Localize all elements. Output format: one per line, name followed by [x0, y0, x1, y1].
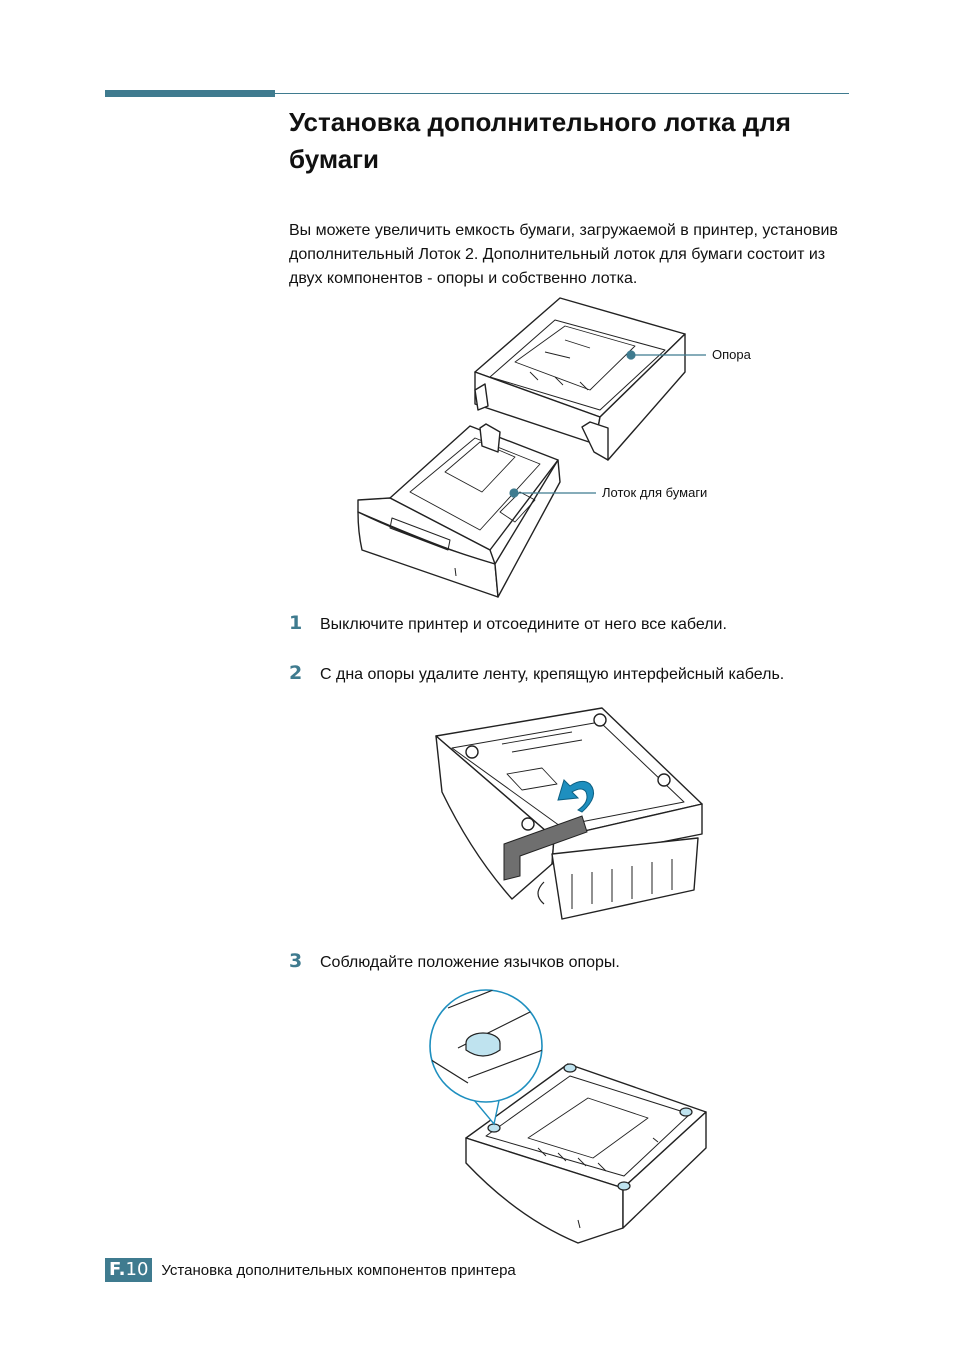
step-text: Соблюдайте положение язычков опоры.: [320, 954, 620, 971]
callout-paper-tray: Лоток для бумаги: [602, 485, 708, 500]
intro-paragraph: Вы можете увеличить емкость бумаги, загр…: [289, 222, 838, 287]
step-number: 1: [289, 612, 303, 634]
step-3: 3 Соблюдайте положение язычков опоры.: [289, 950, 849, 974]
header-rule-thick: [105, 90, 275, 97]
page-badge: F. 10: [105, 1258, 153, 1282]
figure-tray-and-support: [357, 297, 706, 598]
page-number: 10: [125, 1259, 149, 1280]
step-text: С дна опоры удалите ленту, крепящую инте…: [320, 666, 785, 683]
tape: [503, 815, 588, 881]
page-footer: F. 10 Установка дополнительных компонент…: [105, 1258, 516, 1282]
step-number: 2: [289, 662, 303, 684]
step-2: 2 С дна опоры удалите ленту, крепящую ин…: [289, 662, 849, 686]
header-rule-thin: [275, 93, 849, 94]
curved-arrow-icon: [557, 779, 595, 813]
section-letter: F.: [109, 1259, 126, 1280]
figure-support-tabs: [429, 989, 707, 1244]
step-number: 3: [289, 950, 303, 972]
step-1: 1 Выключите принтер и отсоедините от нег…: [289, 612, 849, 636]
footer-text: Установка дополнительных компонентов при…: [161, 1261, 516, 1279]
figure-support-underside: [435, 707, 703, 920]
callout-support: Опора: [712, 347, 751, 362]
step-text: Выключите принтер и отсоедините от него …: [320, 616, 727, 633]
page-title: Установка дополнительного лотка для бума…: [289, 107, 791, 174]
